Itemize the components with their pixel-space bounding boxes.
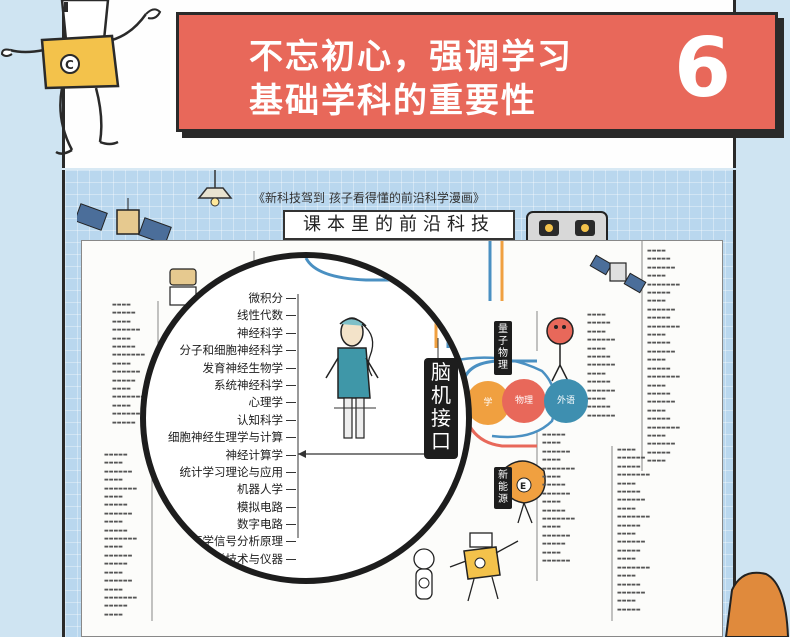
lamp-icon [197,170,233,207]
left-lower-branch-text: ▬▬▬▬▬▬▬▬▬▬▬▬▬▬▬▬▬▬▬▬▬▬▬▬▬▬▬▬▬▬▬▬▬▬▬▬▬▬▬▬… [104,452,138,618]
magnifier-lens: 微积分 线性代数 神经科学 分子和细胞神经科学 发育神经生物学 系统神经科学 心… [140,252,472,584]
lens-course-item: 认知科学 [168,412,296,429]
left-branch-text: ▬▬▬▬▬▬▬▬▬▬▬▬▬▬▬▬▬▬▬▬▬▬▬▬▬▬▬▬▬▬▬▬▬▬▬▬▬▬▬▬… [112,302,146,426]
section-number: 6 [673,21,731,116]
lens-course-item: 细胞神经生理学与计算 [168,429,296,446]
satellite-icon [77,198,172,245]
center-branch-text: ▬▬▬▬▬▬▬▬▬▬▬▬▬▬▬▬▬▬▬▬▬▬▬▬▬▬▬▬▬▬▬▬▬▬▬▬▬▬▬▬… [542,432,576,565]
right-branch-text: ▬▬▬▬▬▬▬▬▬▬▬▬▬▬▬▬▬▬▬▬▬▬▬▬▬▬▬▬▬▬▬▬▬▬▬▬▬▬▬▬… [647,248,681,465]
foreign-language-bubble: 外语 [544,379,588,423]
svg-text:C: C [65,58,74,72]
quantum-branch-text: ▬▬▬▬▬▬▬▬▬▬▬▬▬▬▬▬▬▬▬▬▬▬▬▬▬▬▬▬▬▬▬▬▬▬▬▬▬▬▬▬… [587,312,616,419]
lens-course-item: 分子和细胞神经科学 [168,342,296,359]
poster-subtitle: 《新科技驾到 孩子看得懂的前沿科学漫画》 [253,191,485,205]
physics-bubble: 物理 [502,379,546,423]
lens-course-item: 心理学 [168,394,296,411]
svg-text:E: E [520,482,526,492]
lens-course-item: 统计学习理论与应用 [168,464,296,481]
new-energy-label: 新能源 [494,467,512,509]
left-margin [0,0,62,637]
banner-title-line-2: 基础学科的重要性 [249,81,537,121]
lens-course-item: 发育神经生物学 [168,360,296,377]
lens-course-item: 机器人学 [168,481,296,498]
lens-course-item: 数字电路 [168,516,296,533]
quantum-physics-label: 量子物理 [494,321,512,375]
lens-course-item: 生物医学技术与仪器 [168,551,296,568]
rock-decoration [724,571,790,637]
bci-text: 脑机接口 [431,360,451,453]
lens-course-item: 神经科学 [168,325,296,342]
lens-branch-lines [297,258,466,538]
poster-title: 课本里的前沿科技 [283,210,515,240]
lens-course-item: 神经计算学 [168,447,296,464]
banner-title-line-1: 不忘初心，强调学习 [249,37,573,77]
lens-course-list: 微积分 线性代数 神经科学 分子和细胞神经科学 发育神经生物学 系统神经科学 心… [168,290,296,568]
lens-course-item: 系统神经科学 [168,377,296,394]
title-banner: 不忘初心，强调学习 基础学科的重要性 6 [176,12,778,132]
mascot-illustration: C [0,0,162,155]
lens-course-item: 模拟电路 [168,499,296,516]
lens-course-item: 医学信号分析原理 [168,533,296,550]
lens-course-item: 微积分 [168,290,296,307]
lens-course-item: 线性代数 [168,307,296,324]
right-lower-branch-text: ▬▬▬▬▬▬▬▬▬▬▬▬▬▬▬▬▬▬▬▬▬▬▬▬▬▬▬▬▬▬▬▬▬▬▬▬▬▬▬▬… [617,447,651,613]
robot-head-icon [526,211,608,247]
brain-computer-interface-label: 脑机接口 [424,358,458,459]
